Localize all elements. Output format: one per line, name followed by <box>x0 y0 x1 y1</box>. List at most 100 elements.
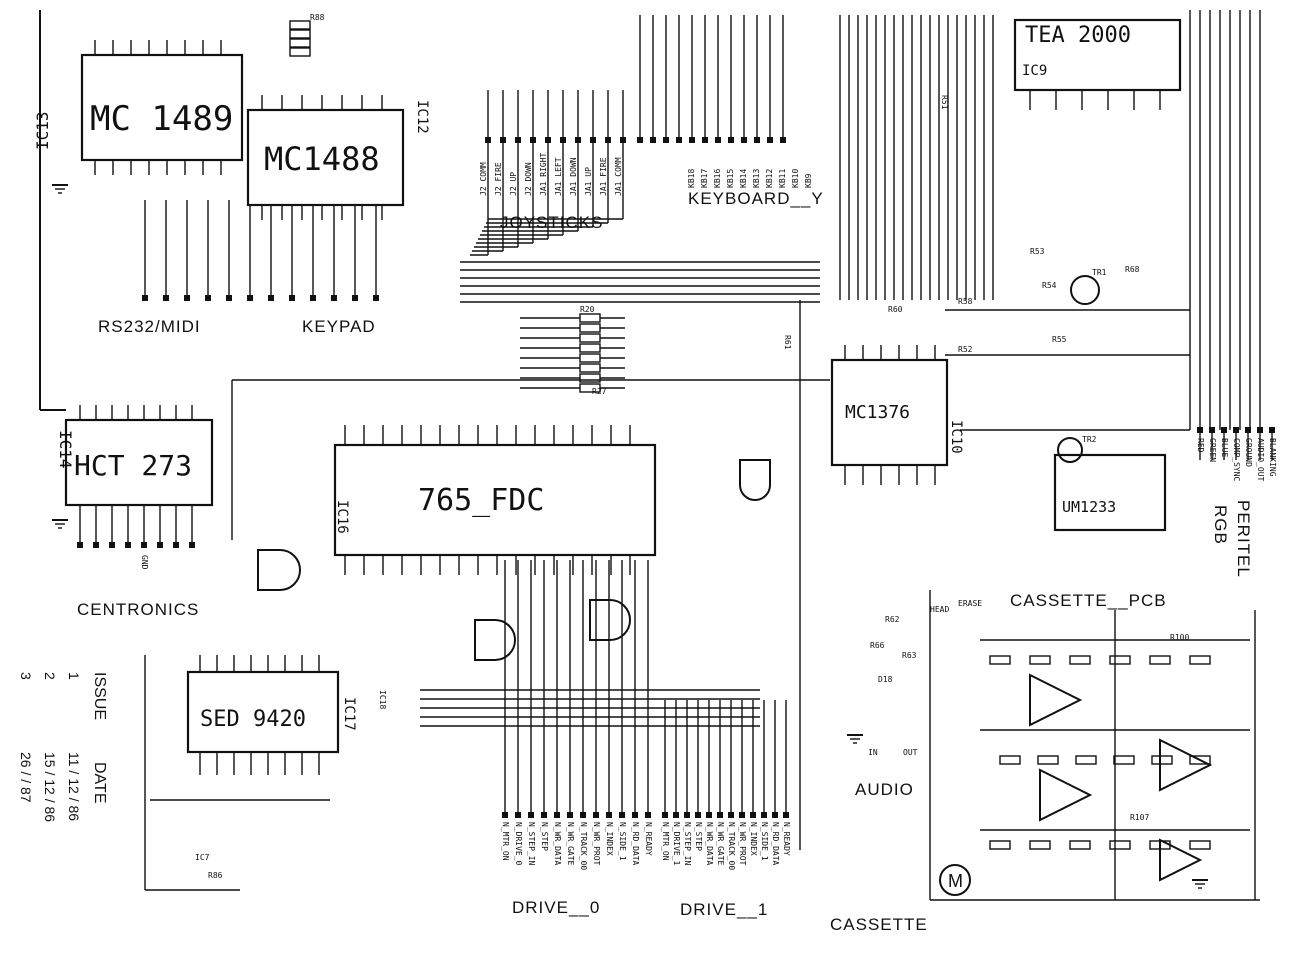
connector-pad <box>676 137 682 143</box>
ic7-label: IC7 <box>195 853 210 862</box>
connector-pad <box>226 295 232 301</box>
hct273-label: HCT 273 <box>74 449 192 482</box>
resistor <box>1151 755 1173 765</box>
nand-gate-1 <box>257 549 301 591</box>
opamp-4 <box>1159 838 1203 882</box>
r27-label: R27 <box>592 387 607 396</box>
resistor <box>1109 840 1131 850</box>
pin-label: KB16 <box>713 169 722 188</box>
mc1489-chip <box>80 53 244 162</box>
resistor <box>579 333 601 343</box>
issue-row-3-num: 3 <box>18 672 34 680</box>
cassette-pcb-section-label: CASSETTE__PCB <box>1010 591 1167 610</box>
pin-label: JA1_COMM <box>614 157 623 196</box>
pin-label: KB18 <box>687 169 696 188</box>
connector-pad <box>772 812 778 818</box>
connector-pad <box>163 295 169 301</box>
pin-label: AUDIO_OUT <box>1256 438 1265 482</box>
mc1489-label: MC 1489 <box>90 99 233 139</box>
resistor <box>989 840 1011 850</box>
tr2-transistor-icon <box>1057 437 1083 463</box>
connector-pad <box>93 542 99 548</box>
pin-label: N_SIDE_1 <box>760 822 769 861</box>
r100-label: R100 <box>1170 633 1189 642</box>
connector-pad <box>373 295 379 301</box>
opamp-2 <box>1039 768 1093 822</box>
resistor <box>1189 755 1211 765</box>
resistor <box>1113 755 1135 765</box>
connector-pad <box>662 812 668 818</box>
r54-label: R54 <box>1042 281 1057 290</box>
pin-label: N_DRIVE_0 <box>514 822 523 866</box>
connector-pad <box>632 812 638 818</box>
connector-pad <box>673 812 679 818</box>
pin-label: N_WR_PROT <box>738 822 747 866</box>
pin-label: N_INDEX <box>749 822 758 856</box>
resistor <box>579 363 601 373</box>
mc1376-chip <box>830 358 949 467</box>
resistor <box>579 313 601 323</box>
issue-row-1-date: 11 / 12 / 86 <box>66 752 82 821</box>
pin-label: N_MTR_ON <box>661 822 670 861</box>
ic9-label: IC9 <box>1022 63 1047 79</box>
resistor <box>1189 655 1211 665</box>
pin-label: JA1_DOWN <box>569 157 578 196</box>
date-header: DATE <box>91 762 108 803</box>
centronics-section-label: CENTRONICS <box>77 600 199 619</box>
connector-pad <box>173 542 179 548</box>
pin-label: N_STEP_IN <box>527 822 536 866</box>
issue-row-1-num: 1 <box>66 672 82 680</box>
nand-gate-2 <box>589 599 631 641</box>
pin-label: N_WR_DATA <box>553 822 562 866</box>
connector-pad <box>77 542 83 548</box>
pin-label: N_DRIVE_1 <box>672 822 681 866</box>
connector-pad <box>310 295 316 301</box>
ic12-label: IC12 <box>414 100 430 134</box>
pin-label: N_SIDE_1 <box>618 822 627 861</box>
um1233-label: UM1233 <box>1062 498 1116 516</box>
tr1-transistor-icon <box>1070 275 1100 305</box>
pin-label: KB14 <box>739 169 748 188</box>
pin-label: JA1_LEFT <box>554 157 563 196</box>
mc1376-label: MC1376 <box>845 402 910 423</box>
connector-pad <box>715 137 721 143</box>
connector-pad <box>157 542 163 548</box>
connector-pad <box>637 137 643 143</box>
pin-label: J2_COMM <box>479 162 488 196</box>
rs232-section-label: RS232/MIDI <box>98 317 201 336</box>
connector-pad <box>205 295 211 301</box>
r51-label: R51 <box>940 95 949 110</box>
joysticks-section-label: JOYSTICKS <box>500 213 603 232</box>
pin-label: JA1_FIRE <box>599 157 608 196</box>
tr1-label: TR1 <box>1092 268 1107 277</box>
pin-label: COMP_SYNC <box>1232 438 1241 482</box>
r53-label: R53 <box>1030 247 1045 256</box>
resistor <box>289 20 311 30</box>
pin-label: N_READY <box>644 822 653 856</box>
connector-pad <box>289 295 295 301</box>
connector-pad <box>780 137 786 143</box>
mc1488-chip <box>246 108 405 207</box>
connector-pad <box>554 812 560 818</box>
fdc-label: 765_FDC <box>418 483 544 518</box>
pin-label: N_RD_DATA <box>631 822 640 866</box>
ic17-label: IC17 <box>341 697 357 731</box>
resistor <box>1037 755 1059 765</box>
hct273-chip <box>64 418 214 507</box>
issue-row-2-date: 15 / 12 / 86 <box>42 752 58 822</box>
connector-pad <box>728 812 734 818</box>
connector-pad <box>741 137 747 143</box>
connector-pad <box>754 137 760 143</box>
pin-label: J2_UP <box>509 172 518 196</box>
connector-pad <box>706 812 712 818</box>
resistor <box>989 655 1011 665</box>
drive0-section-label: DRIVE__0 <box>512 898 600 917</box>
r60-label: R60 <box>888 305 903 314</box>
r52-label: R52 <box>958 345 973 354</box>
issue-table: ISSUE DATE 1 11 / 12 / 86 2 15 / 12 / 86… <box>18 672 108 822</box>
pin-label: BLUE <box>1220 438 1229 457</box>
connector-pad <box>142 295 148 301</box>
